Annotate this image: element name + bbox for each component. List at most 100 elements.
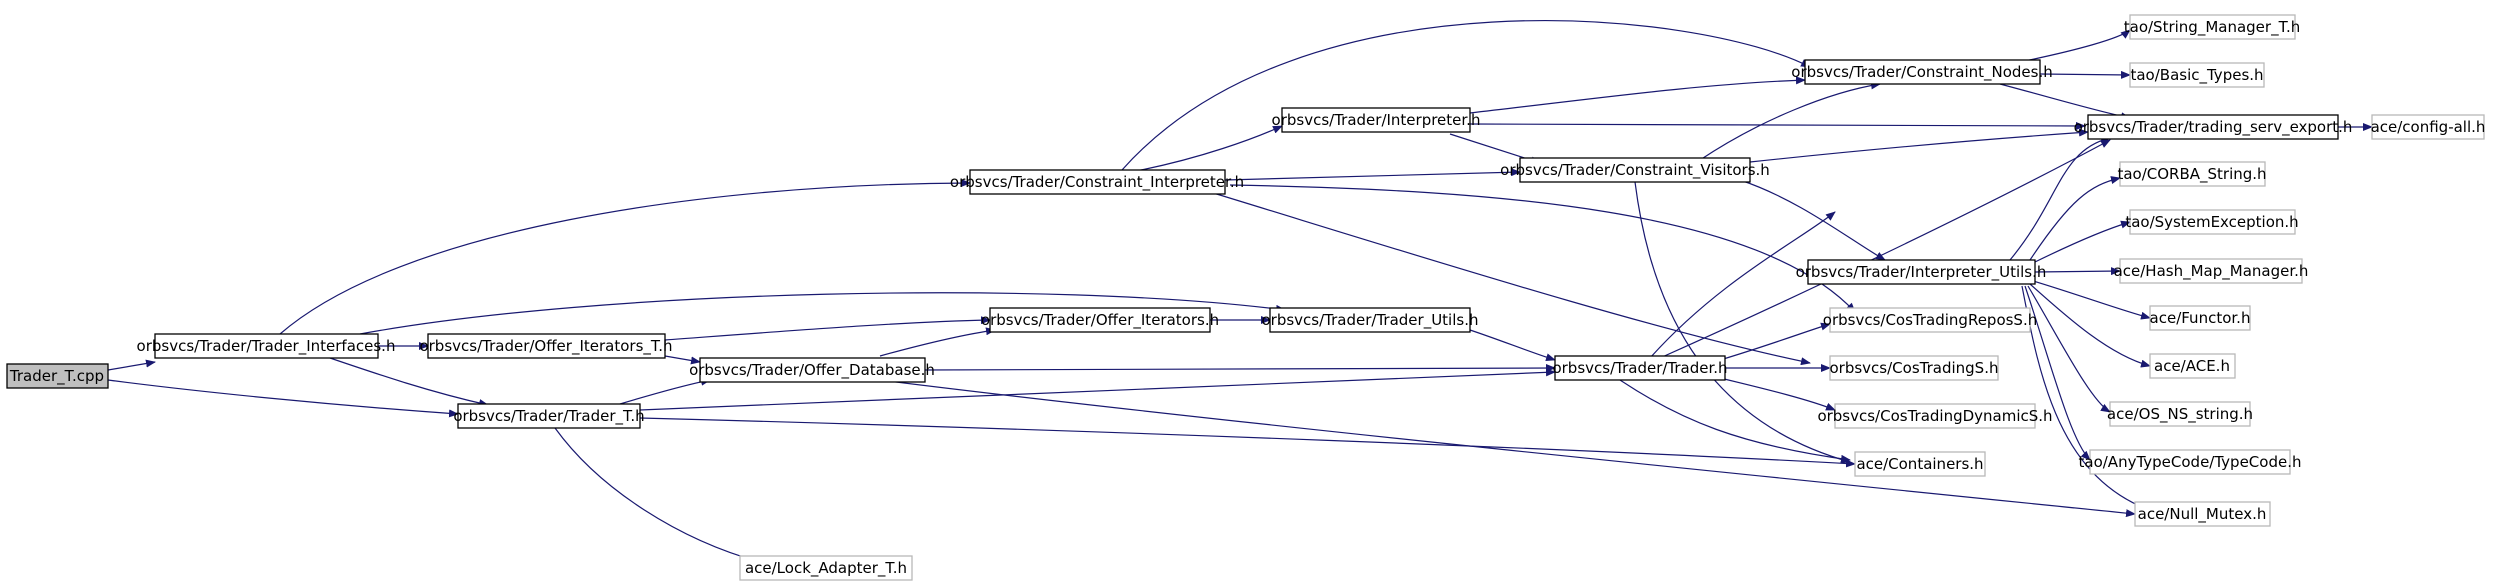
node-trading-serv-export[interactable]: orbsvcs/Trader/trading_serv_export.h xyxy=(2074,114,2353,140)
node-hash-map-manager[interactable]: ace/Hash_Map_Manager.h xyxy=(2114,258,2309,284)
node-label: orbsvcs/Trader/Trader_T.h xyxy=(453,407,644,426)
node-label: ace/Hash_Map_Manager.h xyxy=(2114,262,2309,281)
node-box xyxy=(2089,449,2291,475)
node-label: orbsvcs/Trader/Constraint_Interpreter.h xyxy=(950,173,1244,192)
node-offer-iterators-t[interactable]: orbsvcs/Trader/Offer_Iterators_T.h xyxy=(419,333,673,359)
node-label: ace/Functor.h xyxy=(2150,309,2251,327)
node-label: tao/AnyTypeCode/TypeCode.h xyxy=(2079,453,2302,471)
node-interpreter-utils[interactable]: orbsvcs/Trader/Interpreter_Utils.h xyxy=(1796,259,2047,285)
node-label: Trader_T.cpp xyxy=(9,367,104,386)
node-box xyxy=(1834,403,2036,429)
node-system-exception[interactable]: tao/SystemException.h xyxy=(2125,209,2299,235)
edge xyxy=(1659,139,2111,359)
node-label: ace/Null_Mutex.h xyxy=(2138,505,2267,524)
node-functor[interactable]: ace/Functor.h xyxy=(2149,305,2251,331)
node-label: ace/Lock_Adapter_T.h xyxy=(745,559,907,578)
node-trader-interfaces[interactable]: orbsvcs/Trader/Trader_Interfaces.h xyxy=(137,333,396,359)
edge xyxy=(1619,379,1851,463)
node-corba-string[interactable]: tao/CORBA_String.h xyxy=(2117,161,2267,187)
edge xyxy=(2009,29,2131,65)
edge xyxy=(2024,285,2091,461)
node-cos-trading[interactable]: orbsvcs/CosTradingS.h xyxy=(1829,355,1999,381)
node-trader-utils[interactable]: orbsvcs/Trader/Trader_Utils.h xyxy=(1262,307,1479,333)
node-box xyxy=(1281,107,1471,133)
node-label: orbsvcs/Trader/trading_serv_export.h xyxy=(2074,118,2353,137)
node-constraint-interpreter[interactable]: orbsvcs/Trader/Constraint_Interpreter.h xyxy=(950,169,1244,195)
node-cos-trading-repos[interactable]: orbsvcs/CosTradingReposS.h xyxy=(1823,307,2037,333)
node-lock-adapter[interactable]: ace/Lock_Adapter_T.h xyxy=(739,555,913,581)
node-trader-h[interactable]: orbsvcs/Trader/Trader.h xyxy=(1552,355,1728,381)
node-os-ns-string[interactable]: ace/OS_NS_string.h xyxy=(2107,401,2253,427)
edge xyxy=(2029,283,2151,368)
node-box xyxy=(427,333,666,359)
node-label: orbsvcs/CosTradingDynamicS.h xyxy=(1817,407,2052,425)
edge xyxy=(1719,322,1831,361)
edge xyxy=(619,377,711,405)
node-basic-types[interactable]: tao/Basic_Types.h xyxy=(2129,62,2265,88)
node-label: orbsvcs/Trader/Interpreter.h xyxy=(1272,111,1481,129)
edge xyxy=(554,427,761,564)
node-box xyxy=(989,307,1211,333)
edge xyxy=(359,292,1286,335)
node-cos-trading-dynamic[interactable]: orbsvcs/CosTradingDynamicS.h xyxy=(1817,403,2053,429)
node-label: tao/String_Manager_T.h xyxy=(2124,18,2300,37)
edge xyxy=(1634,181,1851,464)
node-box xyxy=(2134,501,2271,527)
node-trader-t-h[interactable]: orbsvcs/Trader/Trader_T.h xyxy=(453,403,645,429)
node-box xyxy=(2149,305,2251,331)
edge xyxy=(1469,121,2086,130)
node-config-all[interactable]: ace/config-all.h xyxy=(2371,114,2486,140)
node-box xyxy=(739,555,913,581)
edge xyxy=(1739,179,1886,261)
node-typecode[interactable]: tao/AnyTypeCode/TypeCode.h xyxy=(2079,449,2302,475)
node-null-mutex[interactable]: ace/Null_Mutex.h xyxy=(2134,501,2271,527)
node-box xyxy=(2087,114,2339,140)
edge xyxy=(1469,76,1806,114)
node-offer-iterators[interactable]: orbsvcs/Trader/Offer_Iterators.h xyxy=(981,307,1219,333)
node-box xyxy=(1829,355,1999,381)
edge xyxy=(2009,136,2111,261)
node-constraint-nodes[interactable]: orbsvcs/Trader/Constraint_Nodes.h xyxy=(1791,59,2053,85)
edge xyxy=(2021,285,2156,513)
edge xyxy=(329,357,489,407)
edge xyxy=(639,417,1856,468)
node-box xyxy=(2109,401,2251,427)
node-box xyxy=(969,169,1226,195)
node-box xyxy=(1804,59,2041,85)
node-box xyxy=(699,357,926,383)
node-interpreter[interactable]: orbsvcs/Trader/Interpreter.h xyxy=(1272,107,1481,133)
node-box xyxy=(2129,62,2265,88)
node-label: orbsvcs/CosTradingS.h xyxy=(1830,359,1999,377)
edge xyxy=(1649,211,1836,359)
dependency-nodes: Trader_T.cpp orbsvcs/Trader/Trader_Inter… xyxy=(6,14,2486,581)
node-label: ace/Containers.h xyxy=(1856,455,1983,473)
node-label: ace/config-all.h xyxy=(2371,118,2486,136)
edge xyxy=(639,368,1556,411)
node-box xyxy=(154,333,379,359)
edge xyxy=(2034,267,2121,276)
node-label: orbsvcs/Trader/Offer_Iterators_T.h xyxy=(419,337,672,356)
node-string-manager[interactable]: tao/String_Manager_T.h xyxy=(2124,14,2300,40)
node-box xyxy=(2119,161,2266,187)
edge xyxy=(1209,191,1811,366)
edge xyxy=(1719,377,1836,411)
edge xyxy=(107,359,156,371)
node-box xyxy=(1554,355,1726,381)
node-label: ace/OS_NS_string.h xyxy=(2107,405,2253,424)
node-ace[interactable]: ace/ACE.h xyxy=(2149,353,2236,379)
dependency-edges xyxy=(107,20,2373,564)
node-containers[interactable]: ace/Containers.h xyxy=(1854,451,1986,477)
node-label: tao/SystemException.h xyxy=(2125,213,2298,231)
node-box xyxy=(1269,307,1471,333)
node-box xyxy=(457,403,641,429)
node-label: orbsvcs/Trader/Trader_Interfaces.h xyxy=(137,337,396,356)
node-constraint-visitors[interactable]: orbsvcs/Trader/Constraint_Visitors.h xyxy=(1500,157,1770,183)
node-box xyxy=(2371,114,2485,140)
edge xyxy=(279,179,971,335)
edge xyxy=(1749,128,2089,163)
node-label: orbsvcs/Trader/Constraint_Nodes.h xyxy=(1791,63,2052,82)
node-offer-database[interactable]: orbsvcs/Trader/Offer_Database.h xyxy=(689,357,935,383)
edge xyxy=(879,327,996,357)
node-trader-t-cpp[interactable]: Trader_T.cpp xyxy=(6,363,109,389)
